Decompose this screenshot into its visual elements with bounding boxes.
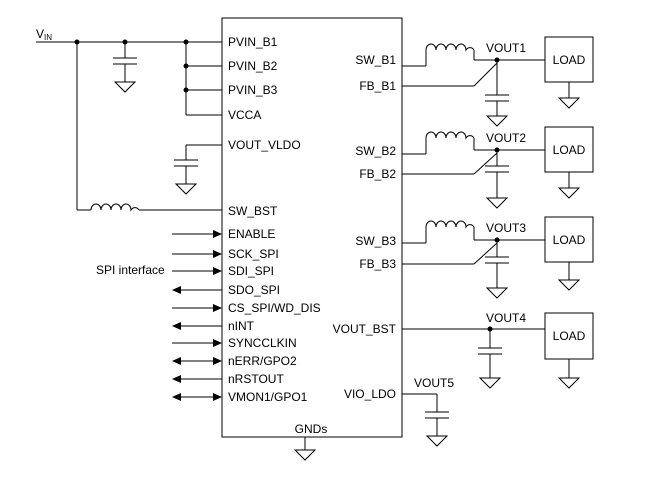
ic-ground bbox=[293, 437, 317, 461]
pin-sw-b3: SW_B3 bbox=[355, 234, 396, 248]
load-label-3: LOAD bbox=[553, 233, 586, 247]
pin-cs-spi: CS_SPI/WD_DIS bbox=[228, 301, 321, 315]
pin-sdo-spi: SDO_SPI bbox=[228, 283, 280, 297]
load-block-1 bbox=[544, 36, 594, 109]
load-label-4: LOAD bbox=[553, 329, 586, 343]
signal-arrows bbox=[172, 230, 222, 401]
pin-vout-vldo: VOUT_VLDO bbox=[228, 138, 301, 152]
vio-ldo-output bbox=[402, 393, 449, 447]
buck-stage-3 bbox=[402, 220, 545, 299]
buck-stage-1 bbox=[402, 43, 545, 127]
pin-nerr-gpo2: nERR/GPO2 bbox=[228, 354, 297, 368]
pin-enable: ENABLE bbox=[228, 227, 275, 241]
vout2-label: VOUT2 bbox=[486, 131, 526, 145]
vout3-label: VOUT3 bbox=[486, 221, 526, 235]
pin-vio-ldo: VIO_LDO bbox=[344, 387, 396, 401]
pin-sck-spi: SCK_SPI bbox=[228, 247, 279, 261]
load-block-3 bbox=[544, 216, 594, 291]
load-block-2 bbox=[544, 126, 594, 199]
load-label-2: LOAD bbox=[553, 143, 586, 157]
pin-vout-bst: VOUT_BST bbox=[333, 322, 397, 336]
pin-fb-b1: FB_B1 bbox=[359, 79, 396, 93]
pin-fb-b2: FB_B2 bbox=[359, 167, 396, 181]
load-block-4 bbox=[544, 312, 594, 389]
pin-sw-bst: SW_BST bbox=[228, 204, 278, 218]
pin-pvin-b2: PVIN_B2 bbox=[228, 59, 278, 73]
vin-rail bbox=[36, 39, 222, 116]
load-label-1: LOAD bbox=[553, 53, 586, 67]
vldo-capacitor bbox=[174, 144, 222, 195]
spi-interface-label: SPI interface bbox=[96, 263, 165, 277]
vout4-label: VOUT4 bbox=[486, 311, 526, 325]
pin-sdi-spi: SDI_SPI bbox=[228, 264, 274, 278]
pin-nrstout: nRSTOUT bbox=[228, 372, 284, 386]
pin-sw-b2: SW_B2 bbox=[355, 144, 396, 158]
pin-syncclkin: SYNCCLKIN bbox=[228, 336, 297, 350]
pin-nint: nINT bbox=[228, 319, 255, 333]
vin-label: VIN bbox=[36, 27, 52, 42]
vout1-label: VOUT1 bbox=[486, 41, 526, 55]
vout5-label: VOUT5 bbox=[414, 376, 454, 390]
ic-body bbox=[221, 17, 403, 438]
pin-vcca: VCCA bbox=[228, 108, 261, 122]
boost-output bbox=[402, 326, 545, 389]
pin-sw-b1: SW_B1 bbox=[355, 53, 396, 67]
pin-fb-b3: FB_B3 bbox=[359, 257, 396, 271]
pin-gnds: GNDs bbox=[295, 422, 328, 436]
input-capacitor bbox=[113, 42, 137, 93]
buck-stage-2 bbox=[402, 131, 545, 209]
pin-pvin-b1: PVIN_B1 bbox=[228, 35, 278, 49]
boost-inductor bbox=[76, 42, 222, 212]
pin-pvin-b3: PVIN_B3 bbox=[228, 83, 278, 97]
pin-vmon1-gpo1: VMON1/GPO1 bbox=[228, 390, 308, 404]
